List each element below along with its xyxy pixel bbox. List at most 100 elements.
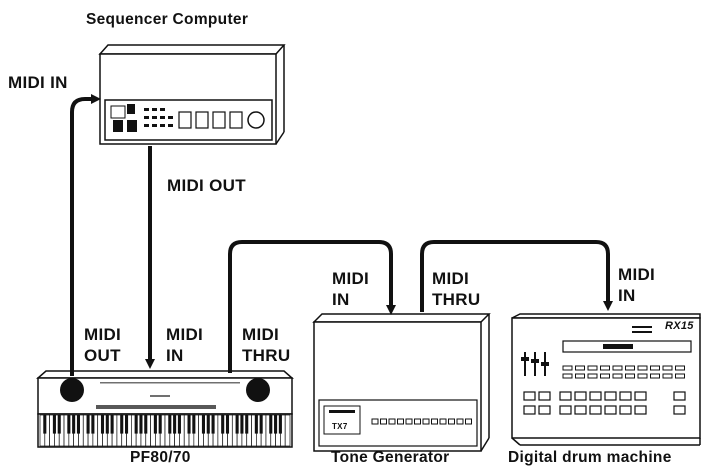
drum-pad: [560, 392, 571, 400]
drum-small-pad: [638, 366, 647, 370]
black-key: [72, 415, 75, 434]
drum-small-pad: [588, 374, 597, 378]
drum-small-pad: [651, 374, 660, 378]
drum-pad: [539, 406, 550, 414]
black-key: [125, 415, 128, 434]
black-key: [144, 415, 147, 434]
black-key: [274, 415, 277, 434]
drum-sliders: [521, 352, 549, 376]
tone-button: [440, 419, 446, 424]
drum-small-pad: [626, 366, 635, 370]
black-key: [87, 415, 90, 434]
drum-small-pad: [563, 366, 572, 370]
drum-midi-in-label-2: IN: [618, 286, 636, 306]
tone-button: [381, 419, 387, 424]
drum-small-pad: [588, 366, 597, 370]
black-key: [135, 415, 138, 434]
drum-midi-in-label-1: MIDI: [618, 265, 655, 285]
black-key: [106, 415, 109, 434]
tone-button: [415, 419, 421, 424]
drum-small-pad: [676, 366, 685, 370]
black-key: [159, 415, 162, 434]
drum-pad: [575, 392, 586, 400]
black-key: [154, 415, 157, 434]
black-key: [207, 415, 210, 434]
drum-pad: [539, 392, 550, 400]
black-key: [178, 415, 181, 434]
drum-small-pad: [651, 366, 660, 370]
black-key: [279, 415, 282, 434]
black-key: [260, 415, 263, 434]
tone-button: [423, 419, 429, 424]
tone-button: [406, 419, 412, 424]
tone-midi-thru-label-1: MIDI: [432, 269, 469, 289]
tone-midi-thru-label-2: THRU: [432, 290, 480, 310]
drum-small-pad: [663, 374, 672, 378]
black-key: [53, 415, 56, 434]
drum-pad: [605, 406, 616, 414]
sequencer-midi-in-label: MIDI IN: [8, 73, 68, 93]
drum-pad: [590, 392, 601, 400]
black-key: [77, 415, 80, 434]
drum-pad: [620, 406, 631, 414]
keyboard-midi-out-label-1: MIDI: [84, 325, 121, 345]
keyboard-midi-in-label-1: MIDI: [166, 325, 203, 345]
black-key: [91, 415, 94, 434]
drum-machine: [512, 314, 700, 445]
black-key: [202, 415, 205, 434]
keyboard-midi-out-label-2: OUT: [84, 346, 121, 366]
black-key: [245, 415, 248, 434]
black-key: [240, 415, 243, 434]
sequencer-computer: [100, 45, 284, 144]
drum-small-pad: [563, 374, 572, 378]
tone-midi-in-label-2: IN: [332, 290, 350, 310]
drum-small-pad: [638, 374, 647, 378]
black-key: [67, 415, 70, 434]
black-key: [58, 415, 61, 434]
tone-button: [398, 419, 404, 424]
black-key: [139, 415, 142, 434]
drum-pad: [674, 392, 685, 400]
tone-button: [449, 419, 455, 424]
drum-pad: [674, 406, 685, 414]
black-key: [188, 415, 191, 434]
drum-small-pad: [613, 366, 622, 370]
drum-pad: [635, 406, 646, 414]
tone-model-label: TX7: [332, 422, 348, 431]
tone-button: [389, 419, 395, 424]
black-key: [101, 415, 104, 434]
tone-button: [432, 419, 438, 424]
drum-small-pad: [601, 366, 610, 370]
black-key: [173, 415, 176, 434]
black-key: [192, 415, 195, 434]
tone-midi-in-label-1: MIDI: [332, 269, 369, 289]
black-key: [236, 415, 239, 434]
drum-pad: [560, 406, 571, 414]
drum-small-pad: [676, 374, 685, 378]
drum-model-logo: RX15: [665, 320, 694, 332]
drum-pad: [524, 406, 535, 414]
black-key: [43, 415, 46, 434]
keyboard-caption: PF80/70: [130, 448, 191, 467]
drum-small-pad: [613, 374, 622, 378]
drum-small-pad: [576, 374, 585, 378]
keyboard-midi-in-label-2: IN: [166, 346, 184, 366]
keyboard-midi-thru-label-1: MIDI: [242, 325, 279, 345]
black-key: [221, 415, 224, 434]
sequencer-midi-out-label: MIDI OUT: [167, 176, 246, 196]
drum-small-pad: [626, 374, 635, 378]
keyboard-midi-thru-label-2: THRU: [242, 346, 290, 366]
sequencer-title: Sequencer Computer: [86, 10, 248, 30]
drum-small-pad: [576, 366, 585, 370]
black-key: [255, 415, 258, 434]
tone-generator-caption: Tone Generator: [331, 448, 449, 467]
tone-button: [372, 419, 378, 424]
drum-pad: [620, 392, 631, 400]
white-key: [285, 415, 290, 446]
black-key: [111, 415, 114, 434]
tone-button: [466, 419, 472, 424]
drum-small-pad: [663, 366, 672, 370]
drum-pad: [605, 392, 616, 400]
tone-button: [457, 419, 463, 424]
